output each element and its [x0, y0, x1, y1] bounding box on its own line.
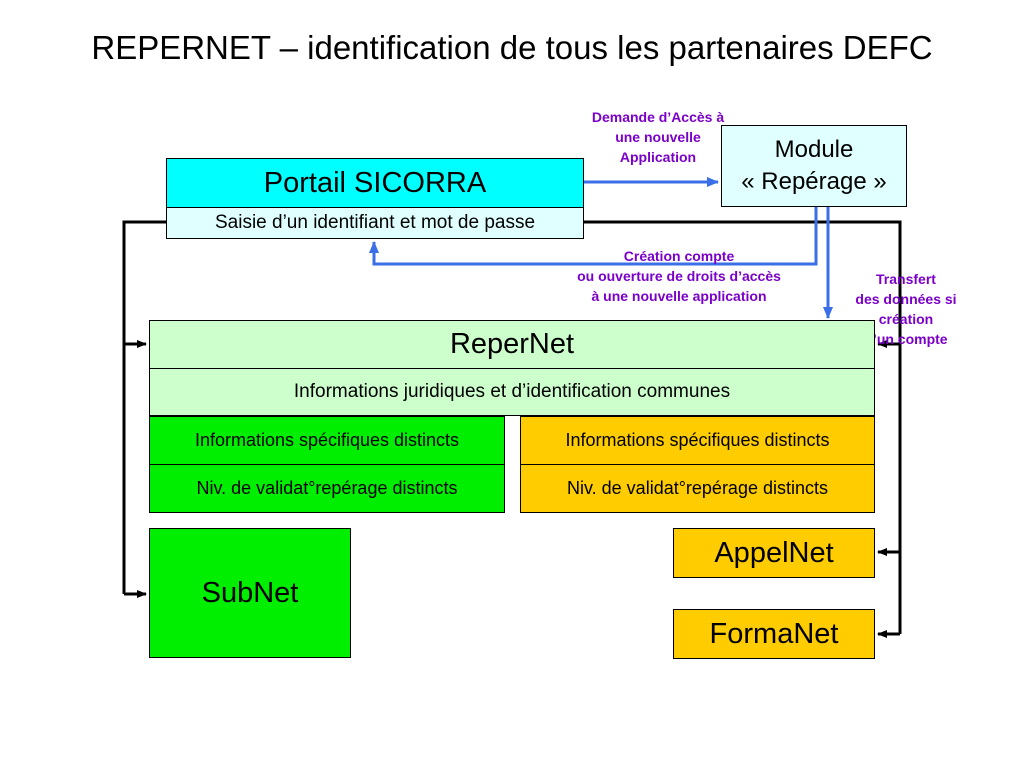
portail-title-box: Portail SICORRA [166, 158, 584, 208]
appelnet-label: AppelNet [714, 536, 834, 569]
portail-title: Portail SICORRA [263, 166, 487, 199]
right-specific-text: Informations spécifiques distincts [565, 430, 830, 450]
portal-to-left-line [122, 220, 166, 594]
right-level-text: Niv. de validat°repérage distincts [567, 478, 828, 498]
portal-to-right-line [582, 220, 902, 634]
module-line1: Module [774, 136, 854, 163]
formanet-label: FormaNet [709, 617, 839, 650]
module-line2: « Repérage » [741, 168, 887, 195]
page-title: REPERNET – identification de tous les pa… [91, 29, 933, 66]
arrow-module-to-portal [369, 207, 818, 266]
repernet-common-text: Informations juridiques et d’identificat… [293, 381, 731, 402]
left-level-text: Niv. de validat°repérage distincts [196, 478, 458, 498]
portail-login-box: Saisie d’un identifiant et mot de passe [166, 207, 584, 239]
repernet-title-box: ReperNet [149, 320, 875, 369]
label-creation-compte: Création compte ou ouverture de droits d… [548, 246, 810, 306]
label-transfert-line: Transfert [876, 271, 936, 287]
repernet-common-box: Informations juridiques et d’identificat… [149, 368, 875, 416]
formanet-box: FormaNet [673, 609, 875, 659]
subnet-box: SubNet [149, 528, 351, 658]
right-level-box: Niv. de validat°repérage distincts [520, 464, 875, 513]
label-creation-line: à une nouvelle application [591, 288, 767, 304]
repernet-title: ReperNet [449, 328, 575, 360]
right-specific-box: Informations spécifiques distincts [520, 416, 875, 465]
subnet-label: SubNet [201, 576, 299, 609]
label-transfert: Transfert des données si création d’un c… [836, 269, 976, 349]
left-specific-box: Informations spécifiques distincts [149, 416, 505, 465]
left-level-box: Niv. de validat°repérage distincts [149, 464, 505, 513]
label-demande-acces: Demande d’Accès à une nouvelle Applicati… [568, 107, 748, 167]
label-transfert-line: des données si [855, 291, 957, 307]
label-transfert-line: d’un compte [864, 331, 948, 347]
appelnet-box: AppelNet [673, 528, 875, 578]
label-transfert-line: création [878, 311, 934, 327]
left-specific-text: Informations spécifiques distincts [194, 430, 460, 450]
label-creation-line: Création compte [623, 248, 735, 264]
module-reperage-box: Module « Repérage » [721, 125, 907, 207]
label-demande-line: Application [619, 149, 697, 165]
label-demande-line: une nouvelle [615, 129, 701, 145]
portail-login-text: Saisie d’un identifiant et mot de passe [214, 212, 536, 233]
label-creation-line: ou ouverture de droits d’accès [577, 268, 781, 284]
label-demande-line: Demande d’Accès à [591, 109, 725, 125]
